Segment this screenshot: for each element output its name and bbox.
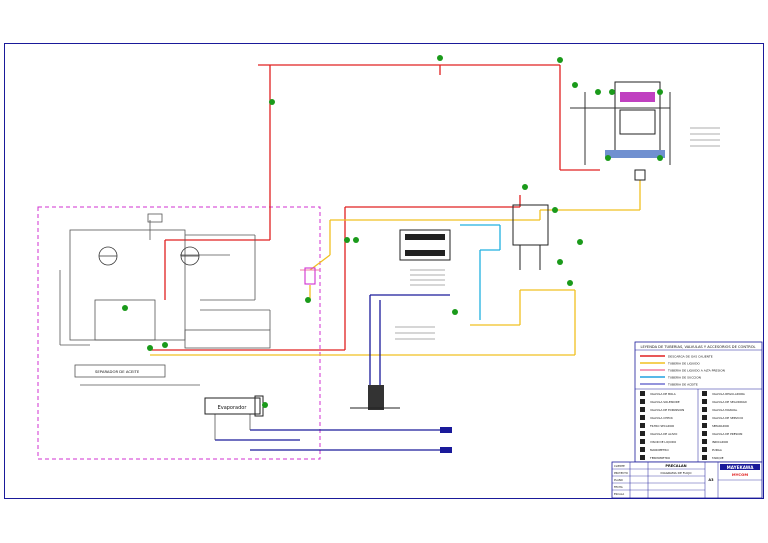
valve-markers [122, 55, 663, 408]
legend-symbol-label: VALVULA SOLENOIDE [650, 400, 680, 404]
compressor-unit [399, 229, 451, 261]
cyan-suction-line [460, 224, 501, 320]
legend-symbol-label: VALVULA MANUAL [712, 408, 738, 412]
brand-subname: MYCOM [732, 472, 748, 477]
legend-symbol-label: TANQUE [711, 456, 724, 460]
legend-line-label: TUBERIA DE SUCCION [667, 376, 701, 380]
legend-symbols-right [702, 391, 707, 460]
legend-symbol-label: FILTRO SECADOR [650, 424, 674, 428]
evaporator-label: Evaporador [218, 405, 248, 411]
valve-stack [350, 385, 400, 410]
legend-line-label: TUBERIA DE LIQUIDO [667, 362, 700, 366]
project-name: PRECALAN [665, 464, 686, 468]
legend-symbol-label: VALVULA DE BOLA [650, 392, 676, 396]
sheet-size: A3 [708, 478, 714, 482]
brand-logo-top [720, 464, 760, 470]
separator-label: SEPARADOR DE ACEITE [95, 369, 140, 374]
equipment-boundary [37, 206, 321, 460]
title-row-label: FECHA [614, 485, 623, 489]
legend-title: LEYENDA DE TUBERIAS, VALVULAS Y ACCESORI… [640, 345, 755, 349]
hot-gas-lines [150, 64, 600, 351]
pipe-terminals [440, 427, 452, 453]
title-row-label: PLANO [614, 478, 623, 482]
legend-symbol-label: VALVULA DE SERVICIO [712, 416, 744, 420]
high-pressure-liquid-line [300, 267, 320, 285]
legend-symbol-label: VISOR DE LIQUIDO [650, 440, 677, 444]
legend-symbol-label: MANOMETRO [650, 448, 669, 452]
compressor-motors [98, 246, 200, 266]
legend-symbol-label: TERMOMETRO [649, 456, 671, 460]
receiver-vessel [512, 204, 549, 270]
equipment-piping [59, 213, 271, 440]
legend-line-label: TUBERIA DE ACEITE [667, 383, 698, 387]
legend-symbol-label: INDICADOR [712, 440, 728, 444]
legend-symbols-left [640, 391, 645, 460]
legend-symbol-label: SEPARADOR [712, 424, 729, 428]
suction-lines [215, 294, 450, 451]
condenser-unit [570, 81, 671, 181]
legend-symbol-label: VALVULA DE EXPANSION [650, 408, 684, 412]
title-row-label: CLIENTE [614, 464, 625, 468]
title-row-label: ESCALA [614, 492, 624, 496]
legend-line-label: DESCARGA DE GAS CALIENTE [668, 355, 713, 359]
legend-symbol-label: VALVULA DE PRESION [712, 432, 742, 436]
legend-symbol-label: VALVULA DE SEGURIDAD [712, 400, 747, 404]
legend: LEYENDA DE TUBERIAS, VALVULAS Y ACCESORI… [634, 341, 763, 463]
legend-symbol-label: PURGA [712, 448, 722, 452]
legend-symbol-label: VALVULA DE ALIVIO [650, 432, 678, 436]
annotations [395, 127, 720, 340]
drawing-frame [4, 43, 764, 499]
evaporator: Evaporador [204, 395, 264, 417]
brand-name: MAYEKAWA [727, 465, 755, 470]
title-row-label: PROYECTO [614, 471, 628, 475]
legend-line-label: TUBERIA DE LIQUIDO A ALTA PRESION [667, 369, 725, 373]
drawing-title: DIAGRAMA DE FLUJO [661, 471, 693, 475]
legend-symbol-label: VALVULA CHECK [650, 416, 673, 420]
liquid-lines [150, 180, 641, 356]
legend-symbol-label: VALVULA REGULADORA [712, 392, 745, 396]
title-block: CLIENTE PROYECTO PLANO FECHA ESCALA PREC… [611, 461, 763, 499]
